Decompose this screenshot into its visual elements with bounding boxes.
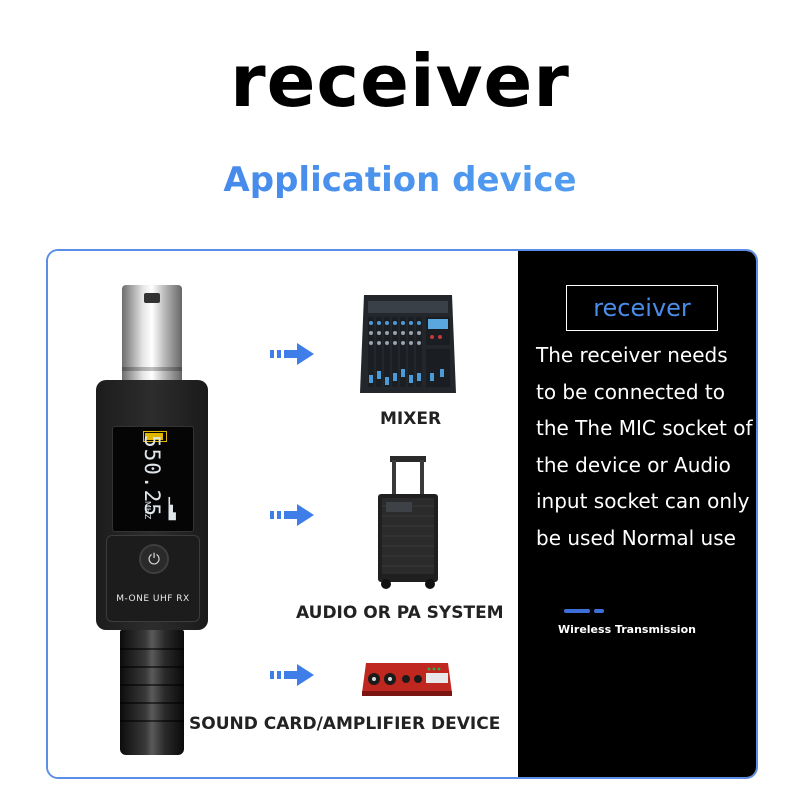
content-frame: 550.25 MHZ ▁▃▅ ⏻ M-ONE UHF RX <box>46 249 758 779</box>
signal-icon: ▁▃▅ <box>168 497 179 521</box>
xlr-male-connector <box>122 285 182 385</box>
control-panel: ⏻ M-ONE UHF RX <box>106 535 200 622</box>
application-label-pa-system: AUDIO OR PA SYSTEM <box>296 603 504 623</box>
application-label-sound-card: SOUND CARD/AMPLIFIER DEVICE <box>189 714 501 734</box>
frequency-readout: 550.25 <box>140 435 164 517</box>
mixer-icon <box>360 295 456 393</box>
connector-ring <box>122 367 182 371</box>
frequency-unit: MHZ <box>143 501 152 520</box>
power-button[interactable]: ⏻ <box>139 544 169 574</box>
connector-latch <box>144 293 160 303</box>
lcd-screen: 550.25 MHZ ▁▃▅ <box>112 426 194 532</box>
application-panel: 550.25 MHZ ▁▃▅ ⏻ M-ONE UHF RX <box>48 251 518 777</box>
receiver-body: 550.25 MHZ ▁▃▅ ⏻ M-ONE UHF RX <box>96 380 208 630</box>
arrow-right-icon <box>270 664 314 686</box>
wireless-indicator-dot <box>594 609 604 613</box>
wireless-indicator <box>564 609 590 613</box>
arrow-right-icon <box>270 504 314 526</box>
page-subtitle: Application device <box>0 158 800 202</box>
arrow-right-icon <box>270 343 314 365</box>
info-panel: receiver The receiver needs to be connec… <box>518 251 756 777</box>
speaker-icon <box>378 456 438 589</box>
wireless-label: Wireless Transmission <box>558 623 696 636</box>
power-icon: ⏻ <box>148 550 160 568</box>
xlr-female-connector <box>120 630 184 755</box>
application-label-mixer: MIXER <box>380 409 442 429</box>
receiver-device-image: 550.25 MHZ ▁▃▅ ⏻ M-ONE UHF RX <box>96 285 208 755</box>
model-label: M-ONE UHF RX <box>116 594 190 604</box>
sound-card-icon <box>362 663 452 696</box>
info-heading: receiver <box>566 285 718 331</box>
page-title: receiver <box>230 39 570 123</box>
info-description: The receiver needs to be connected to th… <box>536 343 753 550</box>
battery-icon <box>143 431 167 442</box>
